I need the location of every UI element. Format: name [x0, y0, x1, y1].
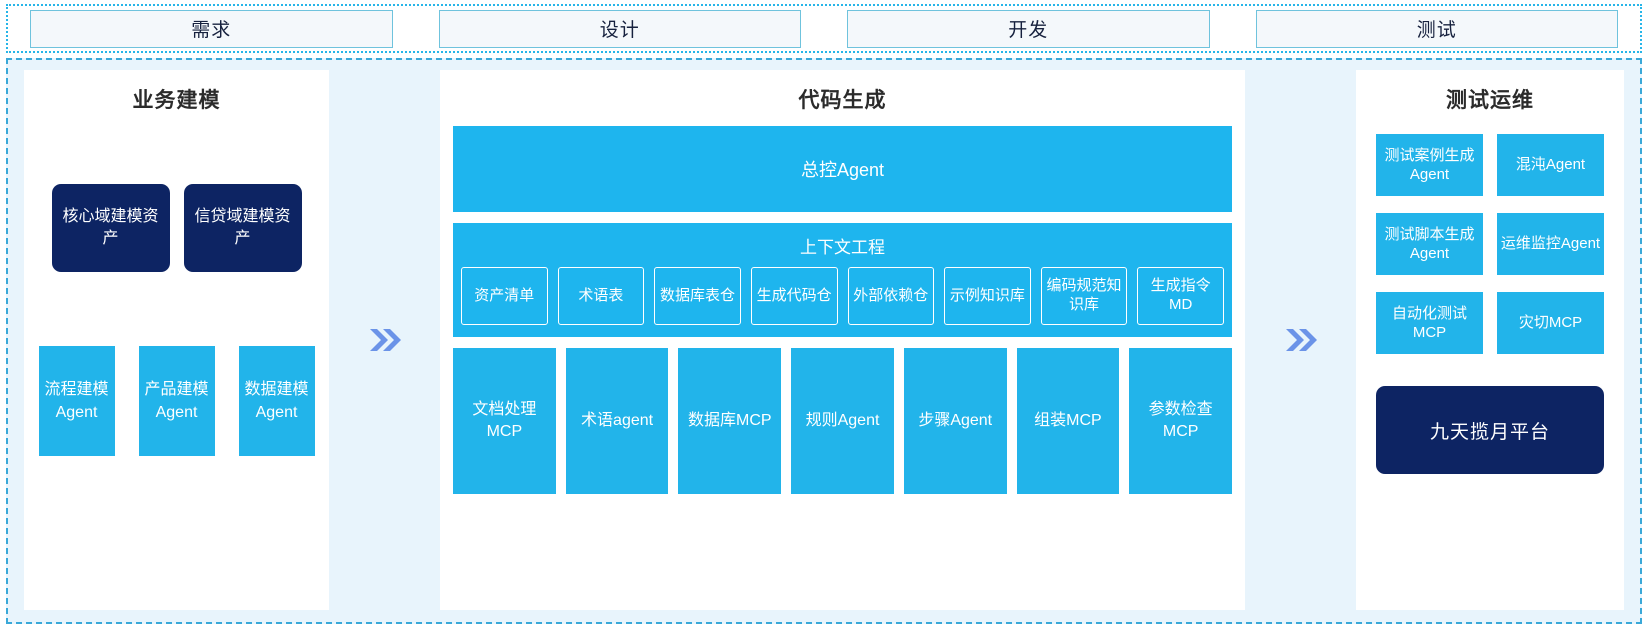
context-item-label: 生成代码仓 [756, 286, 832, 304]
ops-card-operations-monitoring-agent[interactable]: 运维监控Agent [1497, 213, 1604, 275]
phase-item-requirements[interactable]: 需求 [30, 9, 393, 48]
panel-test-operations: 测试运维 测试案例生成Agent 混沌Agent 测试脚本生成Agent 运维监… [1356, 70, 1624, 610]
context-item-example-knowledge-base[interactable]: 示例知识库 [944, 267, 1031, 325]
phase-bar: 需求 设计 开发 测试 [6, 4, 1642, 53]
tool-card-parameter-check-mcp[interactable]: 参数检查MCP [1129, 348, 1233, 494]
context-item-generation-instruction-md[interactable]: 生成指令MD [1137, 267, 1224, 325]
context-item-db-table-repo[interactable]: 数据库表仓 [654, 267, 741, 325]
platform-card-jiutian-lanyue[interactable]: 九天揽月平台 [1376, 386, 1604, 474]
phase-item-testing[interactable]: 测试 [1255, 9, 1618, 48]
context-item-label: 示例知识库 [949, 286, 1025, 304]
context-engineering-title: 上下文工程 [800, 238, 885, 257]
ops-card-chaos-agent[interactable]: 混沌Agent [1497, 134, 1604, 196]
tool-card-row: 文档处理MCP 术语agent 数据库MCP 规则Agent 步骤Agent [453, 348, 1233, 494]
double-chevron-right-icon [369, 329, 401, 351]
ops-card-label: 混沌Agent [1515, 156, 1586, 174]
tool-card-label: 组装MCP [1034, 411, 1102, 429]
tool-card-assembly-mcp[interactable]: 组装MCP [1016, 348, 1120, 494]
modeling-agent-row: 流程建模Agent 产品建模Agent 数据建模Agent [38, 346, 315, 456]
panel-title-business-modeling: 业务建模 [132, 89, 221, 112]
tool-card-label: 参数检查MCP [1148, 400, 1213, 440]
ops-card-label: 测试脚本生成Agent [1384, 225, 1475, 263]
phase-label: 设计 [599, 20, 640, 41]
panel-title-code-generation: 代码生成 [798, 89, 887, 112]
modeling-agent-data[interactable]: 数据建模Agent [238, 346, 315, 456]
asset-card-label: 信贷域建模资产 [194, 208, 291, 247]
ops-card-label: 自动化测试MCP [1391, 304, 1467, 342]
context-item-label: 数据库表仓 [660, 286, 736, 304]
context-item-label: 生成指令MD [1150, 277, 1211, 313]
ops-card-label: 测试案例生成Agent [1384, 146, 1475, 184]
tool-card-database-mcp[interactable]: 数据库MCP [678, 348, 782, 494]
phase-label: 测试 [1416, 20, 1457, 41]
code-generation-content: 总控Agent 上下文工程 资产清单 术语表 数据库表仓 [453, 126, 1233, 494]
phase-label: 开发 [1008, 20, 1049, 41]
tool-card-label: 规则Agent [805, 411, 880, 429]
tool-card-document-processing-mcp[interactable]: 文档处理MCP [453, 348, 556, 494]
context-item-row: 资产清单 术语表 数据库表仓 生成代码仓 外部依赖仓 [461, 267, 1224, 325]
platform-card-label: 九天揽月平台 [1429, 421, 1550, 443]
main-frame: 业务建模 核心域建模资产 信贷域建模资产 流程建模Agent 产品建模Agent… [6, 58, 1642, 624]
modeling-agent-product[interactable]: 产品建模Agent [138, 346, 215, 456]
phase-item-development[interactable]: 开发 [847, 9, 1210, 48]
context-item-label: 外部依赖仓 [853, 286, 929, 304]
context-item-label: 资产清单 [474, 286, 535, 304]
master-control-agent-label: 总控Agent [800, 160, 885, 180]
modeling-agent-label: 数据建模Agent [244, 380, 309, 421]
ops-card-label: 运维监控Agent [1500, 235, 1601, 253]
ops-card-automated-testing-mcp[interactable]: 自动化测试MCP [1376, 292, 1483, 354]
tool-card-label: 术语agent [581, 411, 654, 429]
tool-card-label: 数据库MCP [688, 411, 772, 429]
ops-card-grid: 测试案例生成Agent 混沌Agent 测试脚本生成Agent 运维监控Agen… [1376, 134, 1604, 354]
tool-card-rule-agent[interactable]: 规则Agent [791, 348, 894, 494]
connector-center-to-right [1245, 70, 1356, 610]
context-item-label: 编码规范知识库 [1046, 277, 1122, 313]
ops-card-test-script-generation-agent[interactable]: 测试脚本生成Agent [1376, 213, 1483, 275]
asset-card-credit-domain[interactable]: 信贷域建模资产 [183, 184, 302, 272]
connector-left-to-center [329, 70, 440, 610]
ops-card-test-case-generation-agent[interactable]: 测试案例生成Agent [1376, 134, 1483, 196]
double-chevron-right-icon [1285, 329, 1317, 351]
modeling-agent-process[interactable]: 流程建模Agent [38, 346, 115, 456]
context-item-coding-standard-knowledge-base[interactable]: 编码规范知识库 [1040, 267, 1128, 325]
tool-card-step-agent[interactable]: 步骤Agent [903, 348, 1007, 494]
context-engineering-block: 上下文工程 资产清单 术语表 数据库表仓 生成代码仓 [453, 223, 1232, 337]
ops-card-label: 灾切MCP [1518, 314, 1583, 332]
asset-card-core-domain[interactable]: 核心域建模资产 [51, 184, 170, 272]
phase-item-design[interactable]: 设计 [438, 9, 801, 48]
panel-business-modeling: 业务建模 核心域建模资产 信贷域建模资产 流程建模Agent 产品建模Agent… [24, 70, 329, 610]
panel-code-generation: 代码生成 总控Agent 上下文工程 资产清单 术语表 [440, 70, 1245, 610]
phase-label: 需求 [191, 20, 232, 41]
asset-card-label: 核心域建模资产 [62, 208, 159, 247]
ops-card-disaster-recovery-mcp[interactable]: 灾切MCP [1497, 292, 1604, 354]
modeling-agent-label: 产品建模Agent [144, 380, 209, 421]
tool-card-glossary-agent[interactable]: 术语agent [565, 348, 669, 494]
context-item-glossary[interactable]: 术语表 [557, 267, 645, 325]
asset-card-row: 核心域建模资产 信贷域建模资产 [51, 184, 302, 272]
context-item-external-dependency-repo[interactable]: 外部依赖仓 [847, 267, 935, 325]
modeling-agent-label: 流程建模Agent [44, 380, 109, 421]
master-control-agent-banner[interactable]: 总控Agent [453, 126, 1232, 212]
panel-title-test-operations: 测试运维 [1446, 89, 1534, 112]
context-item-generated-code-repo[interactable]: 生成代码仓 [750, 267, 838, 325]
tool-card-label: 文档处理MCP [472, 400, 537, 440]
tool-card-label: 步骤Agent [918, 411, 993, 429]
context-item-label: 术语表 [578, 286, 624, 304]
context-item-asset-list[interactable]: 资产清单 [461, 267, 548, 325]
